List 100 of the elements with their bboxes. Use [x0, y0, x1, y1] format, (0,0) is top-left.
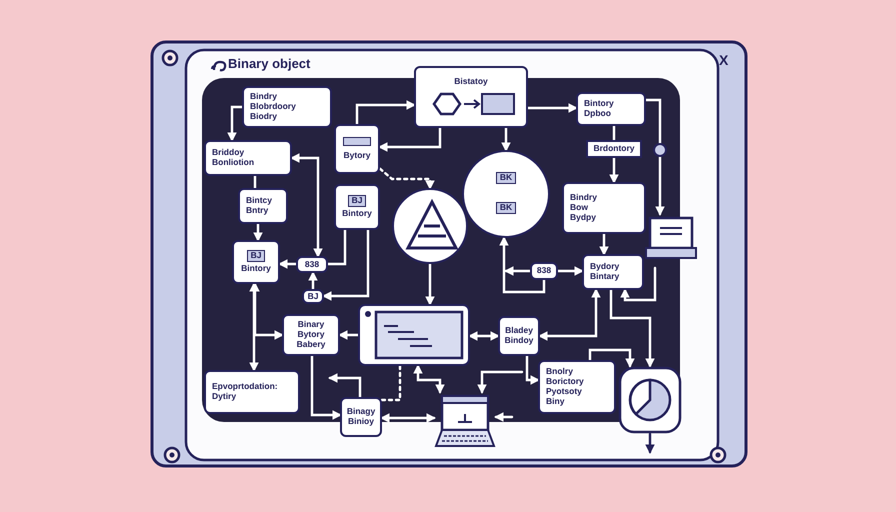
arrow [322, 228, 370, 301]
node-text: Binary [298, 320, 324, 330]
arrow [526, 103, 578, 113]
node-text: Bintory [342, 209, 372, 219]
arrow [556, 266, 584, 276]
arrow [249, 282, 259, 372]
pie-chart-icon [618, 366, 682, 434]
process-box [498, 316, 540, 356]
node-text: Babery [296, 340, 326, 350]
arrow [380, 413, 436, 423]
node-text: Bintory [584, 99, 614, 109]
tag-label: BK [496, 202, 516, 214]
connector-line [380, 364, 402, 402]
arrow [338, 330, 360, 340]
node-text: BJ [308, 292, 318, 302]
arrow [308, 271, 318, 290]
arrow [356, 100, 416, 126]
process-box [296, 256, 328, 273]
node-text: Dytiry [212, 392, 236, 402]
arrow [538, 288, 601, 341]
process-box [204, 370, 300, 414]
arrow [610, 288, 655, 368]
node-text: Brdontory [593, 144, 635, 154]
laptop-icon [434, 392, 496, 450]
process-box [582, 254, 644, 290]
node-text: Bntry [246, 206, 268, 216]
node-text: Pyotsoty [546, 387, 582, 397]
arrow [494, 412, 514, 422]
arrow [501, 126, 511, 152]
arrow [413, 364, 445, 394]
node-text: Blobrdoory [250, 102, 296, 112]
arrow [504, 266, 532, 276]
arrow [499, 236, 546, 294]
process-box [242, 86, 332, 128]
node-text: Bindoy [504, 336, 534, 346]
tag-label: BJ [348, 195, 366, 207]
arrow [644, 98, 665, 216]
node-text: Bytory [344, 151, 370, 161]
node-text: Bonliotion [212, 158, 254, 168]
arrow [599, 232, 609, 256]
arrow [526, 354, 540, 385]
arrow [290, 153, 323, 258]
node-text: Bydory [590, 262, 620, 272]
node-text: Bindry [250, 92, 277, 102]
node-text: Borictory [546, 377, 584, 387]
process-box [204, 140, 292, 176]
arrow [645, 432, 655, 454]
connector-line [612, 124, 616, 142]
process-box [538, 360, 616, 414]
node-text: Bintcy [246, 196, 272, 206]
arrow [620, 266, 656, 302]
node-text: Bintory [241, 264, 271, 274]
arrow [310, 354, 342, 420]
node-text: 838 [536, 266, 552, 276]
process-box [302, 289, 324, 304]
node-text: 838 [304, 260, 320, 270]
arrow [588, 348, 635, 368]
process-box [238, 188, 288, 224]
arrow [378, 168, 435, 190]
process-box [232, 240, 280, 284]
process-box [576, 92, 646, 126]
node-text: Biny [546, 396, 564, 407]
window-icon [358, 304, 470, 366]
node-text: Bnolry [546, 367, 573, 378]
arrow [468, 331, 500, 341]
close-icon: X [719, 52, 728, 68]
node-text: Binagy [346, 407, 376, 417]
node-text: Biodry [250, 112, 277, 122]
process-box [334, 184, 380, 230]
process-box [334, 124, 380, 174]
tag-label: BK [496, 172, 516, 184]
node-text: Bow [570, 203, 588, 213]
arrow [425, 262, 435, 306]
node-text: Bladey [505, 326, 533, 336]
title: Binary object [228, 56, 310, 71]
node-text: Dpboo [584, 109, 611, 119]
process-box [340, 397, 382, 437]
node-text: Bintary [590, 272, 620, 282]
node-text: Briddoy [212, 148, 244, 158]
arrow [227, 106, 244, 142]
connector-line [326, 228, 346, 266]
process-box [414, 66, 528, 128]
node-text: Epvoprtodation: [212, 382, 278, 392]
process-box [282, 314, 340, 356]
arrow [609, 156, 619, 184]
process-box [586, 140, 642, 158]
node-text: Bindry [570, 193, 597, 204]
arrow [378, 126, 442, 152]
process-box [562, 182, 646, 234]
arrow [328, 373, 362, 398]
arrow [253, 222, 263, 242]
node-text: Binioy [348, 417, 374, 427]
tag-label: BJ [246, 250, 266, 262]
node-text: Bydpy [570, 212, 596, 223]
connector-line [254, 174, 256, 190]
node-text: Bistatoy [454, 77, 488, 87]
arrow [477, 370, 524, 394]
node-text: Bytory [298, 330, 324, 340]
process-box [530, 262, 558, 280]
arrow [278, 259, 298, 269]
